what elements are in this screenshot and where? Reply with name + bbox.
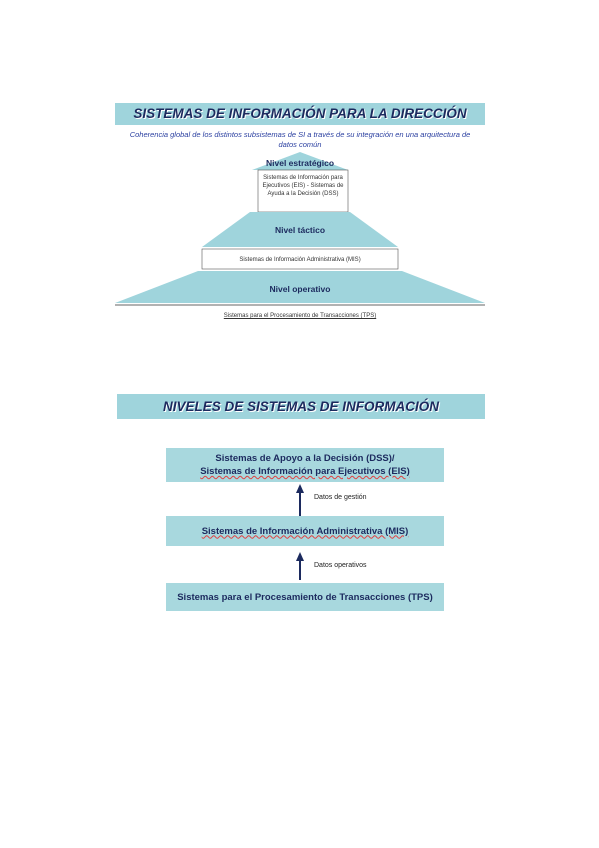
pyramid-subtitle: Coherencia global de los distintos subsi… xyxy=(129,130,471,149)
dss-eis-box: Sistemas de Apoyo a la Decisión (DSS)/ S… xyxy=(166,448,444,482)
strategic-level-title: Nivel estratégico xyxy=(265,158,335,168)
operative-level-title: Nivel operativo xyxy=(269,284,331,294)
operative-systems-text: Sistemas para el Procesamiento de Transa… xyxy=(223,313,377,319)
tactical-systems-box xyxy=(201,248,399,270)
upper-flow-label: Datos de gestión xyxy=(314,494,367,501)
lower-flow-label: Datos operativos xyxy=(314,562,367,569)
mis-box-text: Sistemas de Información Administrativa (… xyxy=(201,525,409,537)
levels-title-banner: NIVELES DE SISTEMAS DE INFORMACIÓN xyxy=(117,394,485,419)
tps-box-text: Sistemas para el Procesamiento de Transa… xyxy=(177,591,433,603)
tps-box: Sistemas para el Procesamiento de Transa… xyxy=(166,583,444,611)
dss-eis-line2: Sistemas de Información para Ejecutivos … xyxy=(200,466,410,477)
mis-box: Sistemas de Información Administrativa (… xyxy=(166,516,444,546)
tactical-systems-text: Sistemas de Información Administrativa (… xyxy=(239,257,361,263)
tactical-level-shape xyxy=(202,212,398,247)
lower-arrowhead xyxy=(296,552,304,561)
strategic-systems-box xyxy=(257,169,349,213)
strategic-level-shape xyxy=(252,152,348,170)
tactical-level-title: Nivel táctico xyxy=(274,225,326,235)
pyramid-title-banner: SISTEMAS DE INFORMACIÓN PARA LA DIRECCIÓ… xyxy=(115,103,485,125)
flow-arrows xyxy=(296,484,304,580)
pyramid-diagram xyxy=(115,152,485,306)
operative-level-shape xyxy=(115,271,485,303)
upper-arrowhead xyxy=(296,484,304,493)
dss-eis-line1: Sistemas de Apoyo a la Decisión (DSS)/ xyxy=(215,453,395,464)
strategic-systems-text: Sistemas de Información para Ejecutivos … xyxy=(262,175,344,197)
